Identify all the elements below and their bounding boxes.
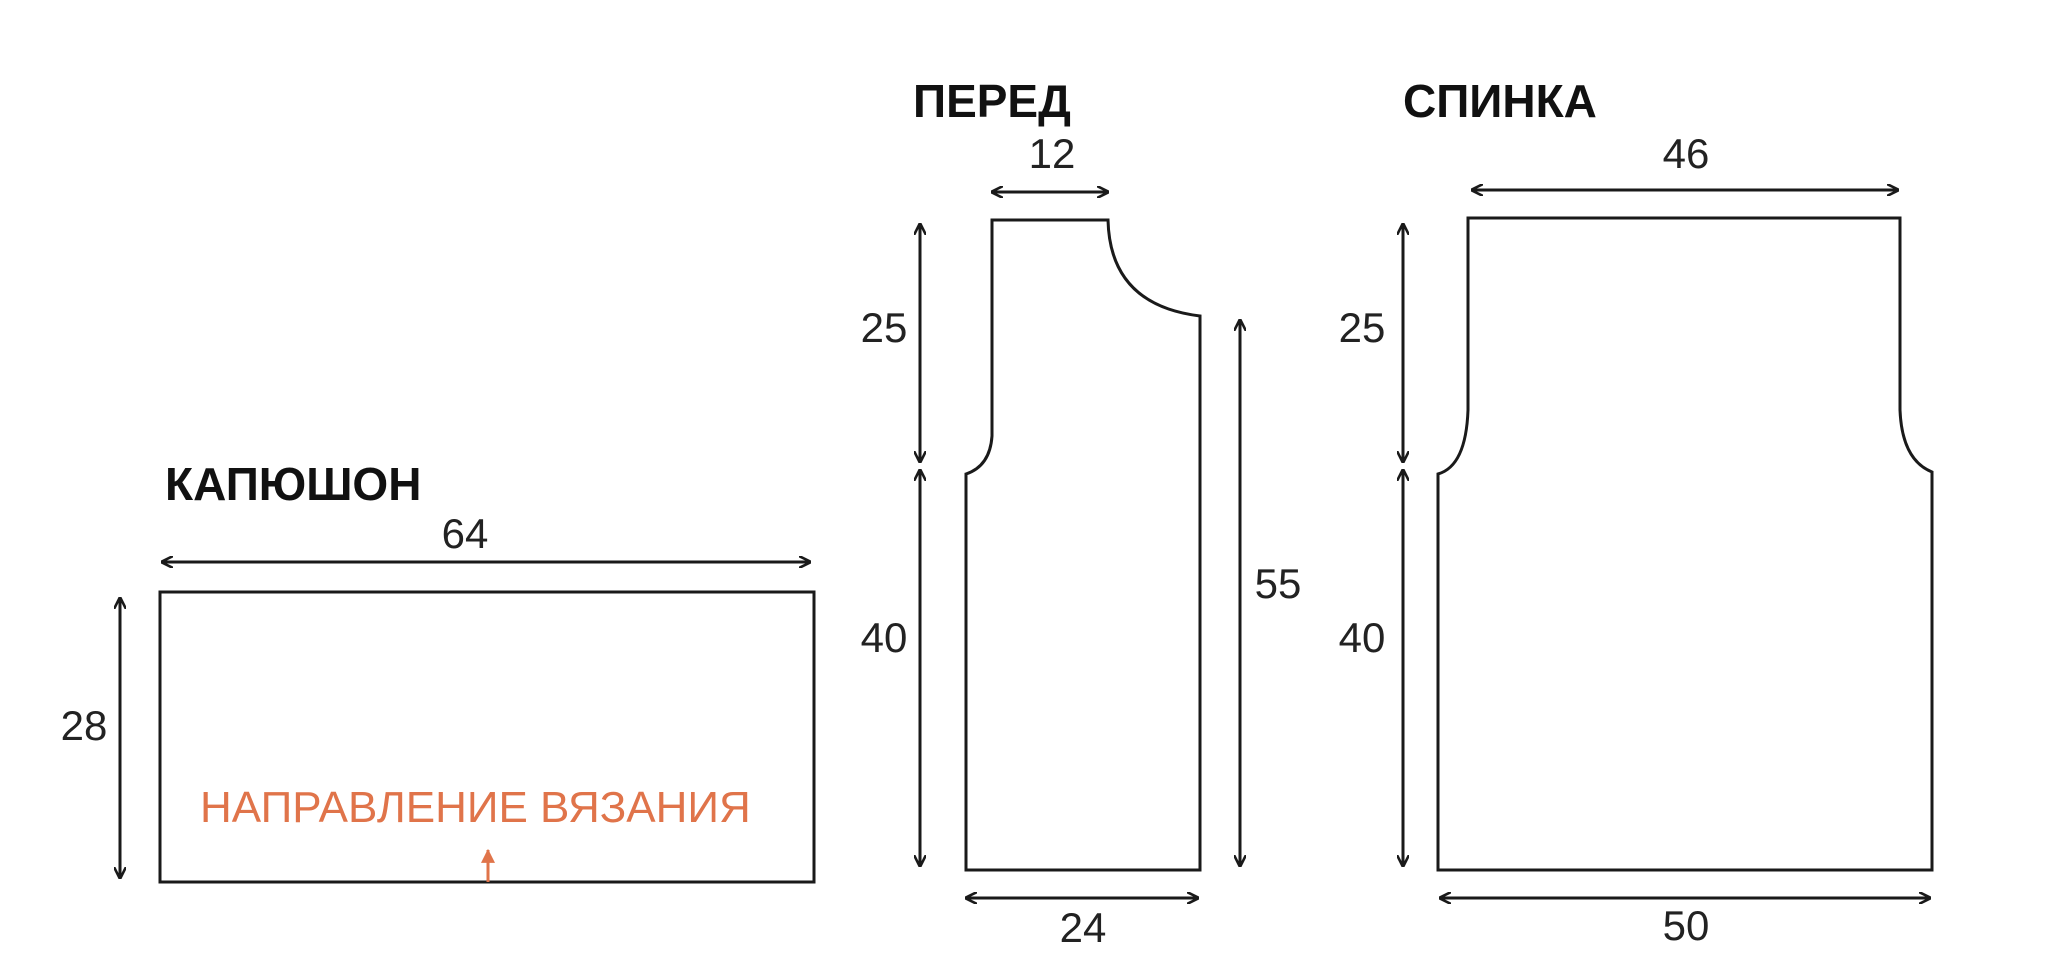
front-title: ПЕРЕД	[913, 75, 1071, 127]
hood-height-label: 28	[61, 702, 108, 749]
back-title: СПИНКА	[1403, 75, 1597, 127]
back-bottom-label: 50	[1663, 902, 1710, 949]
hood-width-label: 64	[442, 510, 489, 557]
hood-outline	[158, 590, 816, 884]
knitting-direction-label: НАПРАВЛЕНИЕ ВЯЗАНИЯ	[200, 783, 751, 832]
front-shoulder-label: 12	[1029, 130, 1076, 177]
back-piece: СПИНКА 46 25 40 50	[1339, 75, 1934, 949]
hood-piece: КАПЮШОН 64 28 НАПРАВЛЕНИЕ ВЯЗАНИЯ	[61, 458, 816, 884]
front-piece: ПЕРЕД 12 25 40 55 24	[861, 75, 1302, 951]
back-body-label: 40	[1339, 614, 1386, 661]
back-armhole-label: 25	[1339, 304, 1386, 351]
back-top-label: 46	[1663, 130, 1710, 177]
front-side-label: 55	[1255, 560, 1302, 607]
front-body-label: 40	[861, 614, 908, 661]
back-outline	[1436, 216, 1934, 872]
front-outline	[964, 218, 1202, 872]
front-armhole-label: 25	[861, 304, 908, 351]
front-bottom-label: 24	[1060, 904, 1107, 951]
hood-title: КАПЮШОН	[165, 458, 421, 510]
